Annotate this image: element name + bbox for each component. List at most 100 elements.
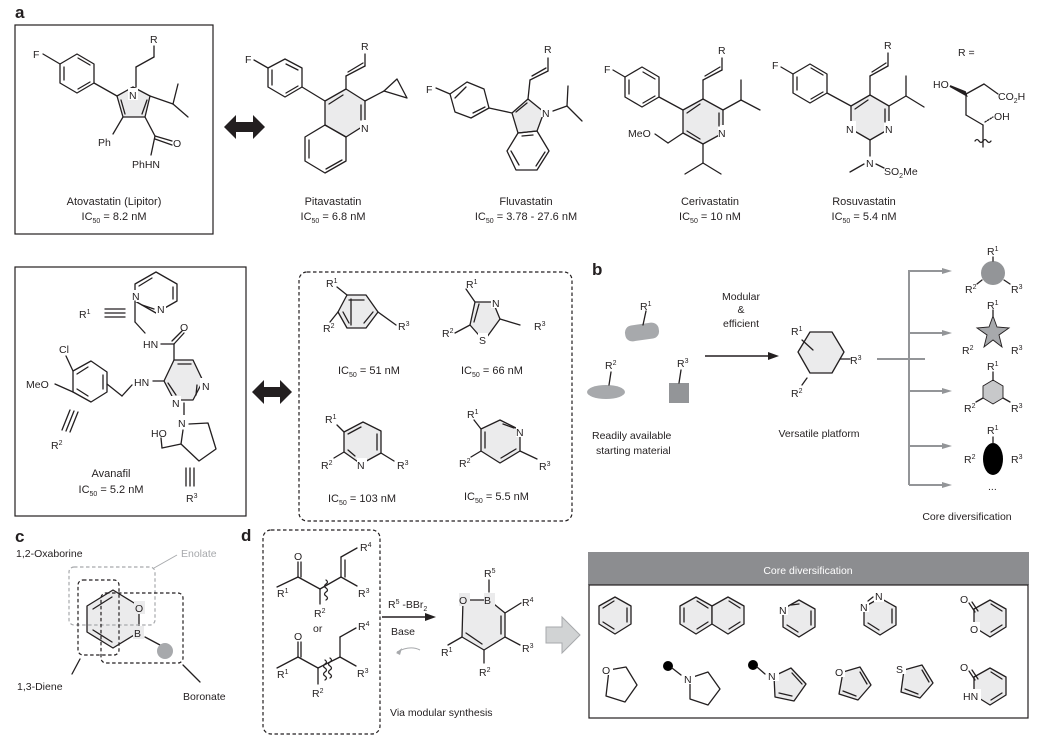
starting-material-ellipse — [587, 385, 625, 399]
svg-text:R2: R2 — [965, 284, 977, 296]
svg-text:R3: R3 — [1011, 345, 1023, 357]
svg-text:starting material: starting material — [596, 445, 671, 457]
svg-text:R2: R2 — [605, 360, 617, 372]
svg-text:CO2H: CO2H — [998, 91, 1025, 105]
svg-text:B: B — [134, 628, 141, 640]
svg-text:HO: HO — [933, 79, 949, 91]
svg-text:MeO: MeO — [26, 379, 49, 391]
svg-text:R3: R3 — [357, 668, 369, 680]
svg-text:R: R — [718, 45, 726, 57]
analogs-dashed-box — [298, 271, 573, 522]
atom-F: F — [33, 49, 39, 61]
svg-text:N: N — [202, 381, 210, 393]
fluvastatin-ic50: IC50 = 3.78 - 27.6 nM — [475, 211, 577, 225]
svg-text:R1: R1 — [987, 300, 999, 312]
fluvastatin-structure: F N R Fluvastatin IC50 = 3.78 - 27.6 nM — [426, 44, 583, 225]
svg-text:N: N — [875, 591, 883, 603]
svg-text:SO2Me: SO2Me — [884, 166, 918, 180]
svg-text:R2: R2 — [964, 454, 976, 466]
svg-text:R3: R3 — [677, 358, 689, 370]
svg-text:O: O — [180, 322, 188, 334]
svg-text:O: O — [835, 667, 843, 679]
avanafil-name: Avanafil — [92, 468, 131, 480]
svg-text:R1: R1 — [325, 414, 337, 426]
svg-text:R3: R3 — [398, 321, 410, 333]
cerivastatin-structure: F N R MeO Cerivastatin IC50 = 10 nM — [604, 45, 761, 225]
svg-text:R1: R1 — [791, 326, 803, 338]
pyridine-b-ic50: IC50 = 5.5 nM — [464, 491, 529, 505]
reagent-label: R5 -BBr2 — [388, 599, 427, 613]
svg-text:N: N — [779, 605, 787, 617]
core-tetrahydrofuran: O — [602, 663, 638, 703]
svg-text:R4: R4 — [360, 542, 372, 554]
svg-text:R2: R2 — [479, 667, 491, 679]
svg-text:Readily available: Readily available — [592, 430, 672, 442]
svg-text:R: R — [544, 44, 552, 56]
atovastatin-structure: F N R Ph O PhHN Atovastatin (Lipitor) IC… — [14, 24, 214, 235]
block-arrow-icon — [545, 615, 581, 655]
fluorophenyl-ring — [59, 53, 95, 94]
svg-text:R2: R2 — [964, 403, 976, 415]
svg-text:F: F — [604, 64, 610, 76]
svg-text:N: N — [178, 418, 186, 430]
svg-text:efficient: efficient — [723, 318, 759, 330]
svg-text:F: F — [772, 60, 778, 72]
svg-text:Versatile platform: Versatile platform — [778, 428, 859, 440]
panel-label-a: a — [15, 3, 25, 22]
core-2-pyranone: O O — [960, 594, 1007, 638]
svg-text:O: O — [294, 631, 302, 643]
atom-N: N — [129, 90, 137, 102]
svg-text:R3: R3 — [186, 493, 198, 505]
cerivastatin-ic50: IC50 = 10 nM — [679, 211, 741, 225]
analog-thiazole: N S R1 R2 R3 IC50 = 66 nM — [442, 279, 546, 379]
atovastatin-ic50: IC50 = 8.2 nM — [82, 211, 147, 225]
svg-text:Core diversification: Core diversification — [922, 511, 1011, 523]
svg-text:O: O — [960, 594, 968, 606]
svg-text:HN: HN — [963, 691, 978, 703]
svg-text:R1: R1 — [441, 647, 453, 659]
core-pyridazine: N N — [859, 590, 897, 636]
core-naphthalene — [679, 596, 745, 635]
panel-label-b: b — [592, 260, 602, 279]
cerivastatin-name: Cerivastatin — [681, 196, 739, 208]
svg-text:R3: R3 — [1011, 284, 1023, 296]
rosuvastatin-ic50: IC50 = 5.4 nM — [832, 211, 897, 225]
svg-text:&: & — [737, 304, 744, 316]
svg-text:R2: R2 — [323, 323, 335, 335]
thiazole-ic50: IC50 = 66 nM — [461, 365, 523, 379]
svg-text:R1: R1 — [987, 361, 999, 373]
svg-text:R: R — [361, 41, 369, 53]
svg-text:O: O — [135, 603, 143, 615]
svg-text:R2: R2 — [442, 328, 454, 340]
atom-R: R — [150, 34, 158, 46]
svg-text:N: N — [866, 158, 874, 170]
core-pyridine: N — [778, 599, 816, 638]
pitavastatin-ic50: IC50 = 6.8 nM — [301, 211, 366, 225]
starting-materials: R1 R2 R3 Readily available starting mate… — [587, 301, 689, 457]
svg-text:R1: R1 — [277, 669, 289, 681]
svg-text:O: O — [970, 624, 978, 636]
core-star: R1 R2 R3 — [962, 300, 1023, 357]
more-cores-ellipsis: ... — [988, 481, 997, 493]
svg-text:N: N — [846, 124, 854, 136]
svg-text:O: O — [602, 665, 610, 677]
pitavastatin-structure: F N R Pitavastatin IC50 = 6.8 nM — [245, 41, 408, 225]
svg-text:R1: R1 — [467, 409, 479, 421]
double-arrow-icon-bottom — [252, 380, 292, 404]
svg-text:R4: R4 — [358, 621, 370, 633]
svg-text:N: N — [516, 427, 524, 439]
svg-text:N: N — [172, 398, 180, 410]
oxaborine-product: O B R5 R4 R3 R1 R2 — [441, 568, 534, 679]
atovastatin-box — [14, 24, 214, 235]
svg-text:R3: R3 — [522, 643, 534, 655]
analog-pyridine-a: N R1 R2 R3 IC50 = 103 nM — [321, 414, 409, 507]
svg-text:N: N — [492, 298, 500, 310]
svg-text:F: F — [245, 54, 251, 66]
atovastatin-name: Atovastatin (Lipitor) — [67, 196, 162, 208]
analog-benzene: R1 R2 R3 IC50 = 51 nM — [323, 278, 410, 379]
svg-text:MeO: MeO — [628, 128, 651, 140]
svg-text:F: F — [426, 84, 432, 96]
svg-text:R2: R2 — [459, 458, 471, 470]
avanafil-structure: N N R1 HN O N N HN Cl — [14, 266, 247, 517]
core-furan: O — [834, 665, 872, 701]
